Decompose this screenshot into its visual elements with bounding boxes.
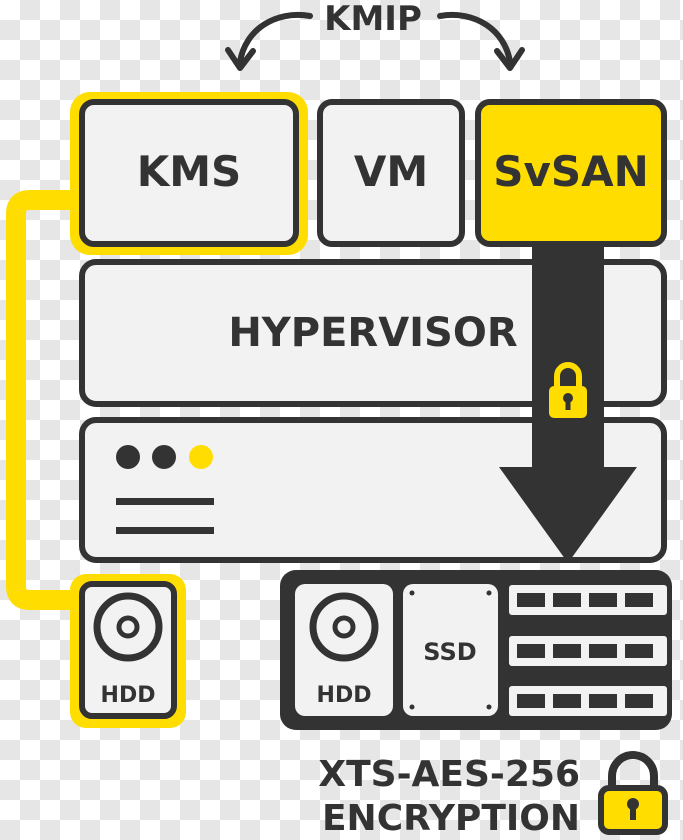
kmip-arrow-right-icon	[437, 11, 525, 71]
array-ssd: SSD	[403, 584, 498, 716]
array-hdd: HDD	[295, 584, 393, 716]
server-status-light	[152, 445, 176, 469]
ssd-label: SSD	[423, 638, 476, 666]
vm-label: VM	[354, 147, 428, 196]
svsan-label: SvSAN	[493, 147, 649, 196]
kmip-arrow-left-icon	[225, 11, 313, 71]
server-chassis	[79, 417, 667, 563]
disk-platter-icon	[93, 592, 163, 662]
hypervisor-label: HYPERVISOR	[228, 310, 517, 356]
lock-icon	[598, 751, 668, 835]
kms-hdd-connector	[6, 190, 88, 610]
kms-label: KMS	[137, 147, 242, 196]
array-hdd-label: HDD	[317, 683, 372, 708]
memory-module-icon	[509, 686, 667, 716]
kms-box: KMS	[70, 92, 308, 255]
memory-module-icon	[509, 585, 667, 615]
encryption-flow-arrow	[499, 246, 637, 563]
svsan-box: SvSAN	[475, 99, 667, 247]
hypervisor-bar: HYPERVISOR	[79, 259, 667, 407]
local-hdd-label: HDD	[101, 683, 156, 708]
server-status-light	[116, 445, 140, 469]
vm-box: VM	[317, 99, 465, 247]
encryption-line2: ENCRYPTION	[322, 798, 580, 839]
disk-platter-icon	[309, 592, 379, 662]
server-vent-line	[116, 527, 214, 534]
storage-array: HDD SSD	[280, 570, 672, 730]
memory-module-icon	[509, 636, 667, 666]
kmip-label: KMIP	[324, 0, 422, 39]
server-vent-line	[116, 498, 214, 505]
server-status-light	[189, 445, 213, 469]
lock-icon	[549, 362, 587, 418]
encryption-line1: XTS-AES-256	[318, 754, 580, 795]
local-hdd: HDD	[70, 574, 186, 728]
